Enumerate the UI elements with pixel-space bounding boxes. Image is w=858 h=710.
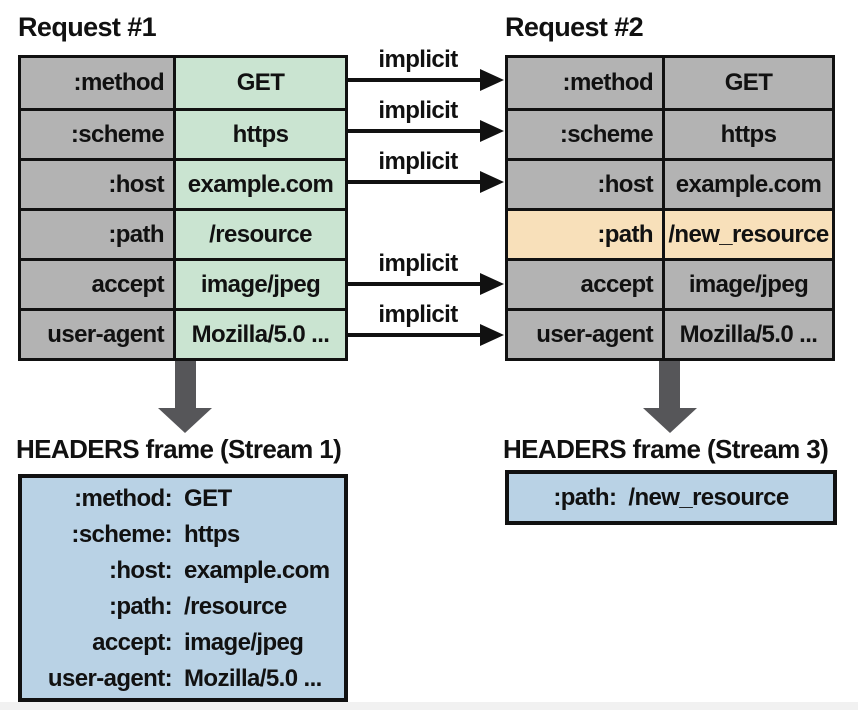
page-bottom-edge xyxy=(0,702,858,710)
implicit-arrow-line xyxy=(348,180,482,184)
frame-value: /resource xyxy=(184,593,287,620)
request1-title: Request #1 xyxy=(18,12,157,42)
header-key: :scheme xyxy=(508,108,662,158)
implicit-arrow-line xyxy=(348,78,482,82)
implicit-arrowhead-icon xyxy=(480,69,504,91)
frame2-title: HEADERS frame (Stream 3) xyxy=(503,434,829,464)
frame-row: :host: example.com xyxy=(22,553,344,589)
header-value: example.com xyxy=(662,158,832,208)
implicit-arrowhead-icon xyxy=(480,120,504,142)
header-value: /resource xyxy=(173,208,345,258)
implicit-arrow-line xyxy=(348,282,482,286)
header-key: user-agent xyxy=(508,308,662,358)
implicit-label: implicit xyxy=(378,46,458,73)
implicit-arrowhead-icon xyxy=(480,273,504,295)
request1-table: :method GET :scheme https :host example.… xyxy=(18,55,348,361)
header-value: https xyxy=(173,108,345,158)
frame1-title: HEADERS frame (Stream 1) xyxy=(16,434,342,464)
frame1-box: :method: GET :scheme: https :host: examp… xyxy=(18,474,348,702)
implicit-arrowhead-icon xyxy=(480,324,504,346)
frame-value: image/jpeg xyxy=(184,629,304,656)
header-value: example.com xyxy=(173,158,345,208)
implicit-label: implicit xyxy=(378,250,458,277)
frame-row: user-agent: Mozilla/5.0 ... xyxy=(22,661,344,697)
header-key: :path xyxy=(21,208,173,258)
frame-row: accept: image/jpeg xyxy=(22,625,344,661)
frame2-box: :path: /new_resource xyxy=(505,470,837,525)
header-key: :method xyxy=(508,58,662,108)
frame-row: :path: /resource xyxy=(22,589,344,625)
header-key-highlighted: :path xyxy=(508,208,662,258)
request2-table: :method GET :scheme https :host example.… xyxy=(505,55,835,361)
header-key: :scheme xyxy=(21,108,173,158)
frame-row: :method: GET xyxy=(22,481,344,517)
frame-row: :path: /new_resource xyxy=(553,480,789,516)
frame-value: Mozilla/5.0 ... xyxy=(184,665,322,692)
header-value-highlighted: /new_resource xyxy=(662,208,832,258)
implicit-arrowhead-icon xyxy=(480,171,504,193)
header-value: GET xyxy=(173,58,345,108)
header-value: image/jpeg xyxy=(173,258,345,308)
frame-key: :method: xyxy=(74,485,172,512)
request2-title: Request #2 xyxy=(505,12,644,42)
frame-key: :host: xyxy=(108,557,173,584)
frame-value: https xyxy=(184,521,240,548)
header-key: :host xyxy=(21,158,173,208)
header-value: Mozilla/5.0 ... xyxy=(662,308,832,358)
frame-value: GET xyxy=(184,485,232,512)
header-key: accept xyxy=(508,258,662,308)
header-value: https xyxy=(662,108,832,158)
frame-value: /new_resource xyxy=(628,483,789,511)
frame-key: accept: xyxy=(92,629,172,656)
down-arrow-shaft xyxy=(175,361,196,410)
frame-key: :scheme: xyxy=(71,521,172,548)
down-arrow-icon xyxy=(643,408,697,433)
frame-row: :scheme: https xyxy=(22,517,344,553)
header-value: Mozilla/5.0 ... xyxy=(173,308,345,358)
header-key: :host xyxy=(508,158,662,208)
implicit-arrow-line xyxy=(348,333,482,337)
header-value: image/jpeg xyxy=(662,258,832,308)
header-value: GET xyxy=(662,58,832,108)
frame-key: user-agent: xyxy=(47,665,173,692)
implicit-arrow-line xyxy=(348,129,482,133)
down-arrow-icon xyxy=(158,408,212,433)
frame-key: :path: xyxy=(108,593,173,620)
implicit-label: implicit xyxy=(378,148,458,175)
header-key: accept xyxy=(21,258,173,308)
down-arrow-shaft xyxy=(659,361,680,410)
implicit-label: implicit xyxy=(378,97,458,124)
implicit-label: implicit xyxy=(378,301,458,328)
frame-value: example.com xyxy=(184,557,330,584)
frame-key: :path: xyxy=(553,483,617,511)
header-key: :method xyxy=(21,58,173,108)
header-key: user-agent xyxy=(21,308,173,358)
